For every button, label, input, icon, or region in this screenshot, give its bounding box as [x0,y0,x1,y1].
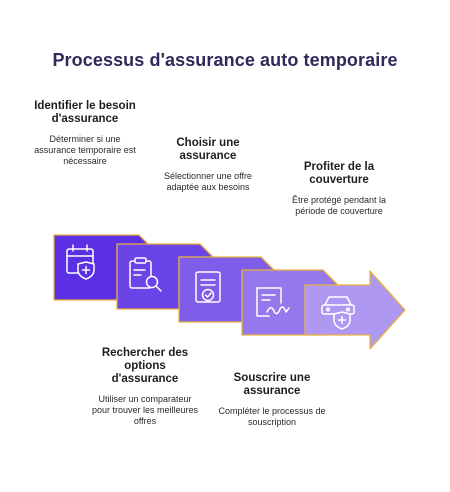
document-check-icon [195,271,221,303]
step-2-title: Rechercher des options d'assurance [101,347,189,385]
step-1-label: Identifier le besoin d'assurance Détermi… [30,100,140,167]
step-5-label: Profiter de la couverture Être protégé p… [283,161,395,217]
step-3-description: Sélectionner une offre adaptée aux besoi… [164,171,252,192]
step-1-description: Déterminer si une assurance temporaire e… [34,134,136,166]
step-5-title: Profiter de la couverture [303,161,375,186]
page-title: Processus d'assurance auto temporaire [52,50,398,70]
step-5-description: Être protégé pendant la période de couve… [291,195,387,216]
step-3-label: Choisir une assurance Sélectionner une o… [152,137,264,193]
contract-signature-icon [256,287,290,317]
step-2-description: Utiliser un comparateur pour trouver les… [91,394,199,426]
step-5-shape [304,270,406,350]
calendar-shield-icon [66,244,95,280]
step-3-title: Choisir une assurance [176,137,240,162]
clipboard-search-icon [129,257,162,292]
car-shield-icon [321,296,355,330]
step-4-label: Souscrire une assurance Compléter le pro… [216,372,328,428]
step-4-title: Souscrire une assurance [233,372,311,397]
step-1-title: Identifier le besoin d'assurance [34,100,136,125]
step-2-label: Rechercher des options d'assurance Utili… [90,347,200,427]
step-4-description: Compléter le processus de souscription [218,406,326,427]
step-5-block [304,270,406,350]
